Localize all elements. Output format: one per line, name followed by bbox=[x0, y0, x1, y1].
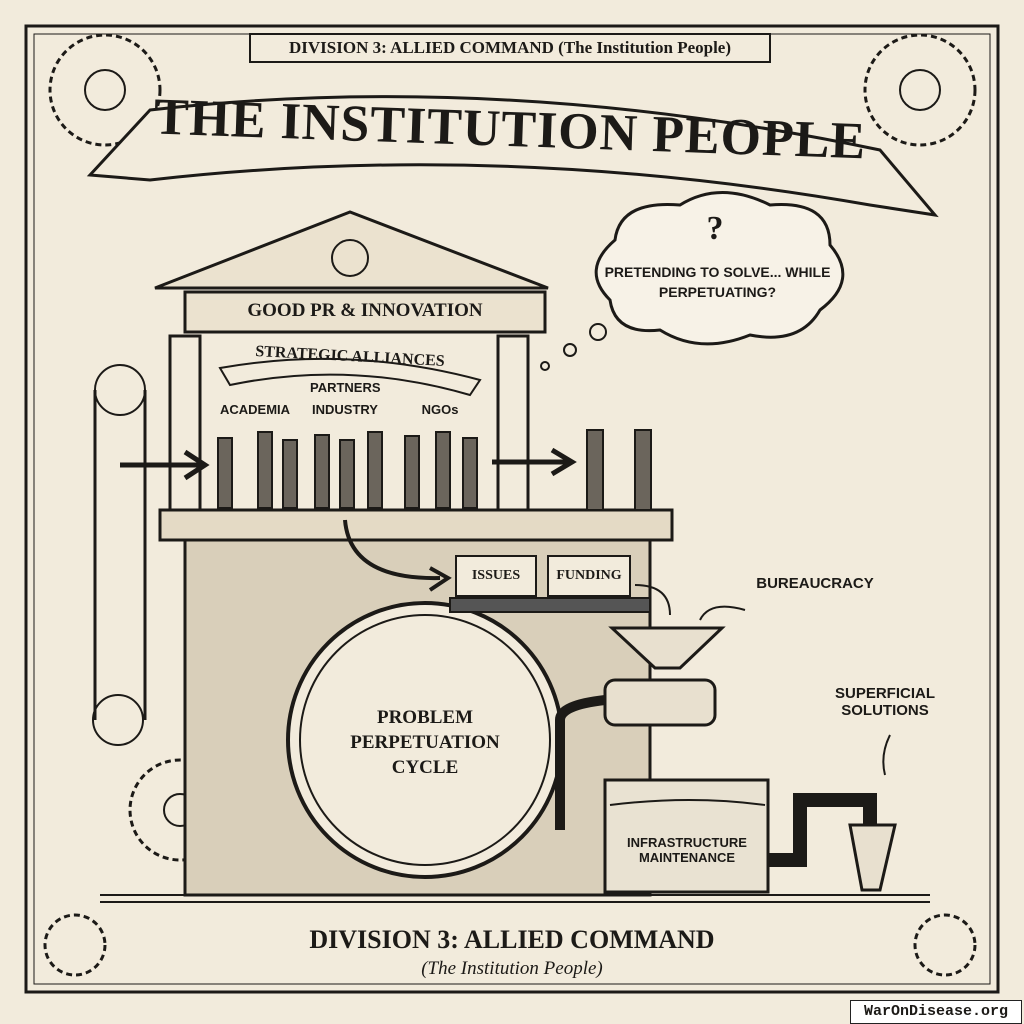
watermark: WarOnDisease.org bbox=[850, 1000, 1022, 1024]
column bbox=[496, 334, 530, 512]
outer-frame bbox=[24, 24, 1000, 994]
tank bbox=[603, 778, 770, 894]
tank-label: INFRASTRUCTURE MAINTENANCE bbox=[627, 835, 747, 865]
pediment bbox=[154, 210, 549, 290]
grinder bbox=[603, 678, 717, 727]
people-figures bbox=[217, 429, 652, 511]
ledge bbox=[158, 508, 674, 542]
conveyor bbox=[449, 597, 651, 613]
thought-cloud bbox=[594, 191, 845, 346]
superficial-solutions-label: SUPERFICIAL SOLUTIONS bbox=[834, 685, 935, 719]
group-industry: INDUSTRY bbox=[312, 402, 378, 417]
top-banner-box bbox=[249, 33, 771, 63]
group-ngos: NGOs bbox=[421, 402, 459, 417]
footer-title: DIVISION 3: ALLIED COMMAND bbox=[309, 925, 715, 954]
issues-box: ISSUES bbox=[471, 568, 521, 583]
funding-box: FUNDING bbox=[556, 568, 622, 583]
partners-label: PARTNERS bbox=[310, 380, 381, 395]
footer-subtitle: (The Institution People) bbox=[421, 958, 603, 979]
thought-text: PRETENDING TO SOLVE... WHILE PERPETUATIN… bbox=[604, 264, 831, 300]
funnel bbox=[608, 626, 726, 670]
title-ribbon bbox=[86, 95, 939, 218]
group-academia: ACADEMIA bbox=[219, 402, 291, 417]
top-banner: DIVISION 3: ALLIED COMMAND (The Institut… bbox=[288, 38, 732, 57]
cycle-label: PROBLEM PERPETUATION CYCLE bbox=[350, 707, 500, 778]
column bbox=[168, 334, 202, 512]
pipe bbox=[768, 793, 877, 867]
bureaucracy-label: BUREAUCRACY bbox=[756, 575, 874, 592]
question-mark: ? bbox=[706, 210, 724, 247]
pr-innovation-label: GOOD PR & INNOVATION bbox=[247, 300, 483, 321]
